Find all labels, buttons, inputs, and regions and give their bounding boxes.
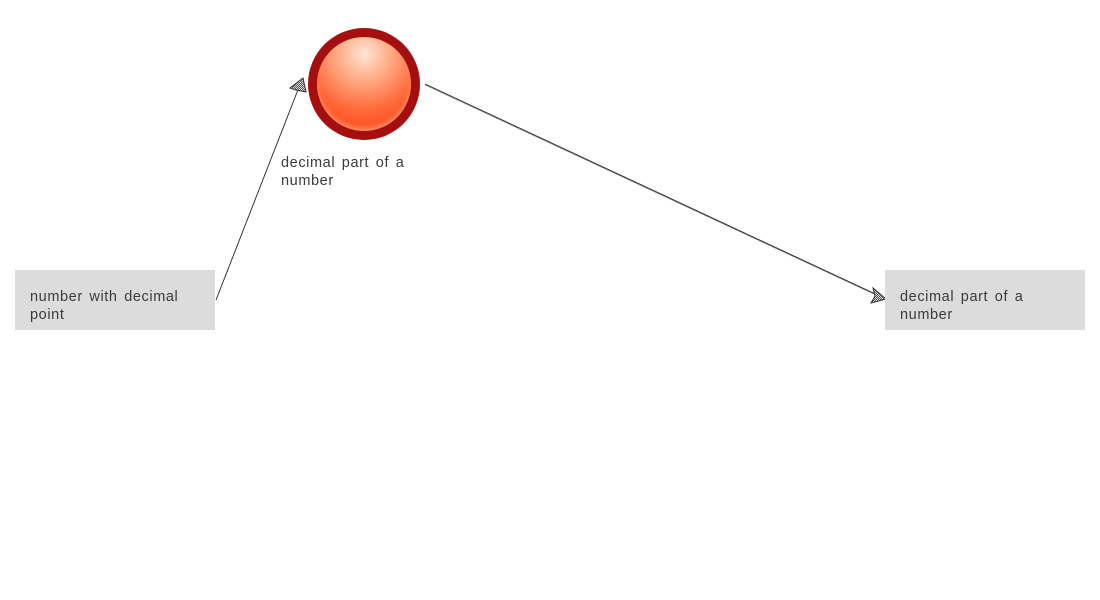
node-number-with-decimal-point[interactable]: number with decimal point — [15, 270, 215, 330]
arrowhead-icon — [869, 286, 888, 304]
event-node-circle[interactable] — [308, 28, 420, 140]
edge-line — [215, 81, 302, 301]
edge-event-to-target — [424, 83, 888, 304]
node-label: number with decimal point — [30, 289, 179, 323]
arrowhead-icon — [288, 77, 307, 93]
node-decimal-part-of-a-number[interactable]: decimal part of a number — [885, 270, 1085, 330]
event-node-label: decimal part of a number — [281, 155, 405, 189]
event-node-fill — [317, 37, 411, 131]
edge-source-to-event — [215, 77, 307, 301]
edge-line-shadow — [424, 84, 881, 298]
edge-line — [424, 83, 885, 299]
node-label: decimal part of a number — [900, 289, 1024, 323]
